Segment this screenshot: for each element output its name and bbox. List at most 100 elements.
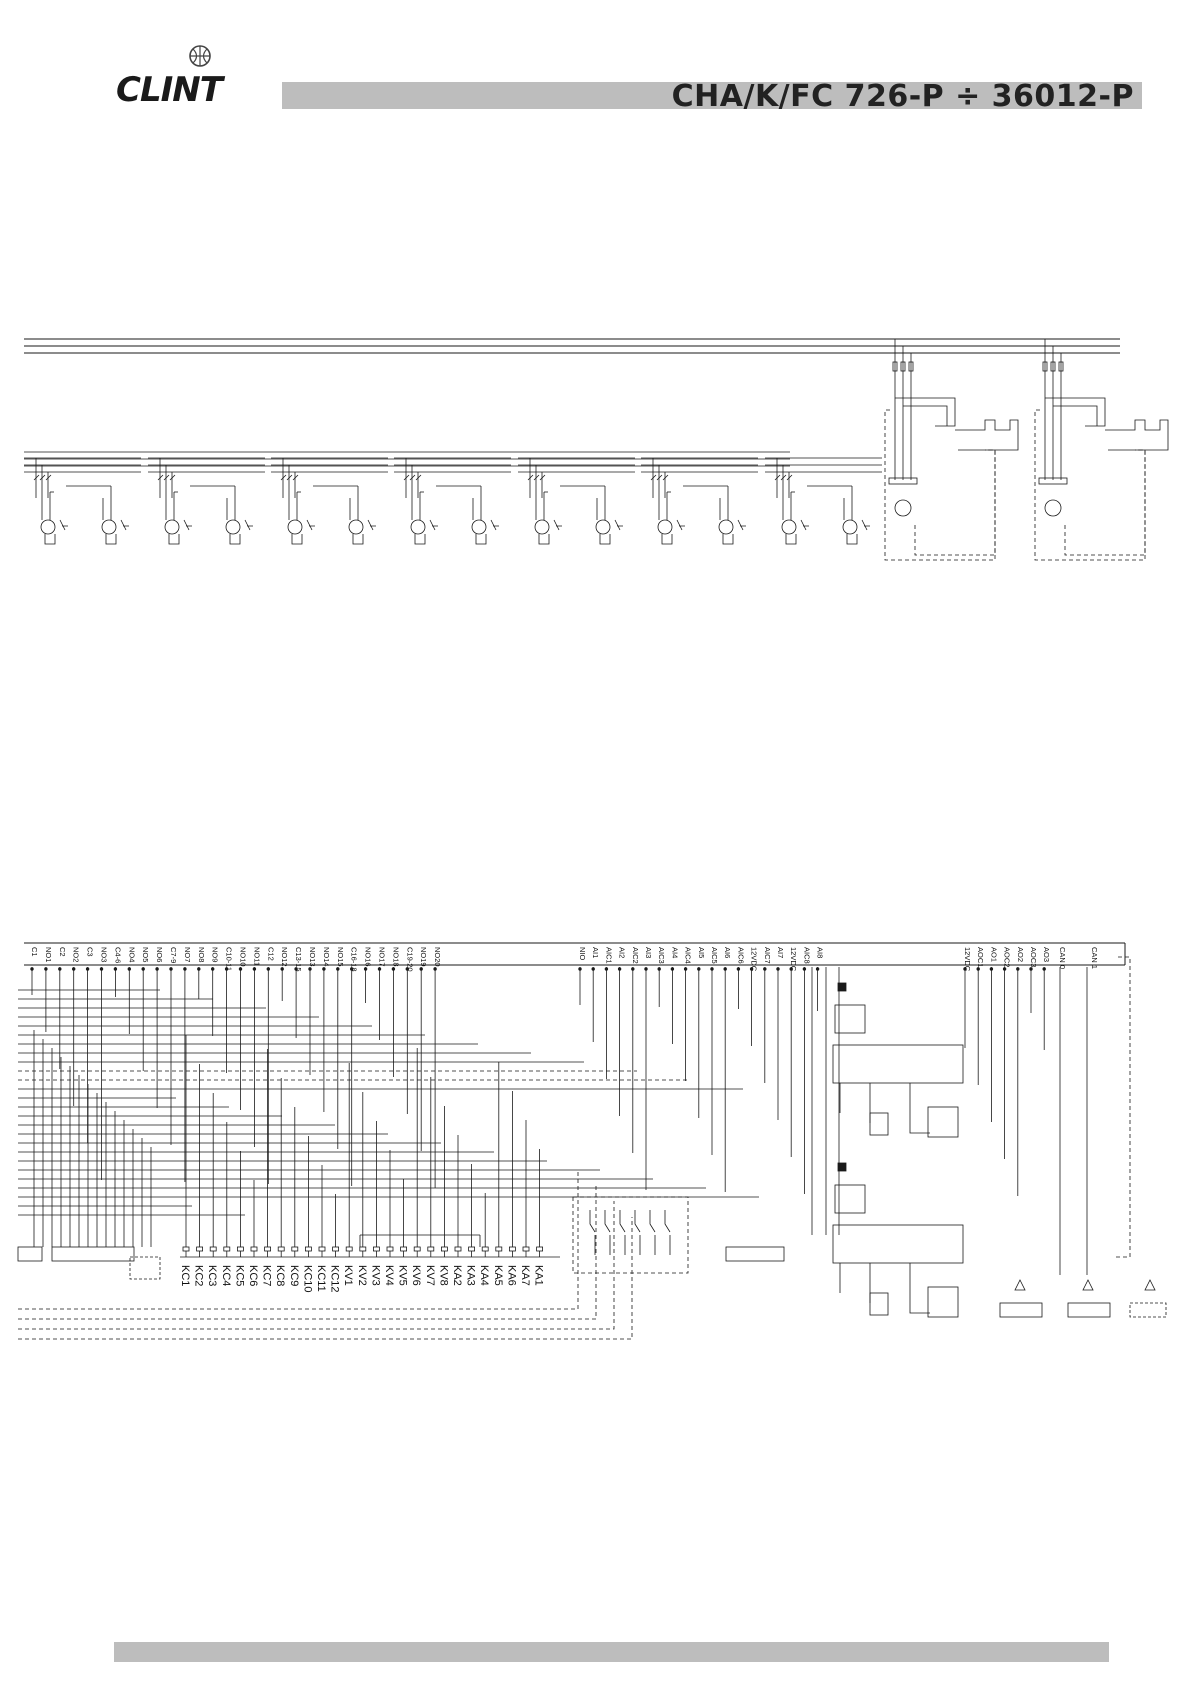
terminal-dot [266, 967, 270, 971]
relay-coil-terminal [236, 1246, 244, 1252]
switch-contact [163, 474, 170, 481]
page-header: CLINT CHA/K/FC 726-P ÷ 36012-P [0, 0, 1191, 130]
terminal-label: NO15 [336, 947, 345, 967]
relay-label: KV3 [369, 1265, 381, 1286]
ground-symbol [59, 519, 68, 531]
motor-groups [24, 451, 882, 545]
board-wire [839, 1263, 930, 1314]
terminal-link [599, 534, 611, 545]
relay-coil-terminal [454, 1246, 462, 1252]
terminal-label: NO9 [211, 947, 220, 962]
main-bus-lines [24, 338, 1120, 354]
ground-symbol [614, 519, 623, 531]
switch-contact [539, 474, 546, 481]
sensor-block [837, 1162, 847, 1172]
relay-contact [589, 1210, 596, 1255]
connector-block [17, 1246, 43, 1262]
ground-symbol [800, 519, 809, 531]
terminal-label: 12VDC [789, 947, 798, 972]
relay-label: KC3 [206, 1265, 218, 1286]
stepper-valve-symbol [927, 1106, 959, 1138]
terminal-label: NO11 [252, 947, 261, 966]
relay-coil-terminal [536, 1246, 543, 1252]
relay-contact [604, 1210, 611, 1255]
basketball-icon [189, 45, 211, 67]
terminal-dot [1002, 967, 1007, 971]
terminal-label: NO19 [419, 947, 428, 967]
dashed-link [884, 409, 996, 561]
ground-symbol [676, 519, 685, 531]
terminal-label: AI3 [644, 947, 653, 958]
ground-symbol [737, 519, 746, 531]
terminal-label: NO2 [72, 947, 81, 962]
terminal-dot [363, 967, 368, 971]
terminal-label: NO18 [391, 947, 400, 967]
relay-label: KV7 [424, 1265, 436, 1286]
terminal-link [785, 534, 797, 545]
relay-coil-terminal [468, 1246, 476, 1252]
relay-label: KC2 [193, 1265, 205, 1286]
relay-coil-terminal [345, 1246, 353, 1252]
switch-contact [286, 474, 293, 481]
control-wires [18, 956, 1131, 1340]
dashed-link [914, 449, 996, 556]
compressor-group [1034, 339, 1169, 561]
control-wire [895, 397, 956, 427]
terminal-label: AI4 [670, 947, 679, 958]
terminal-dot [30, 967, 34, 971]
ground-symbol [553, 519, 562, 531]
terminal-dot [776, 967, 780, 971]
switch-contact [403, 474, 410, 481]
expansion-board [832, 1044, 964, 1084]
power-circuit-diagram [24, 338, 1169, 561]
relay-coil-terminal [359, 1246, 367, 1252]
terminal-dot [591, 967, 595, 971]
terminal-label: NO6 [155, 947, 164, 962]
terminal-label: C19-20 [405, 947, 414, 972]
terminal-label: AIC3 [657, 947, 666, 964]
terminal-label: AIC6 [736, 947, 745, 964]
relay-coil-terminal [182, 1246, 190, 1252]
terminal-link [229, 534, 241, 545]
ground-symbol [120, 519, 129, 531]
terminal-dot [155, 967, 159, 971]
terminal-link [352, 534, 364, 545]
relay-label: KV1 [342, 1265, 354, 1286]
fan-motor-symbol [842, 519, 858, 535]
fan-group [641, 457, 758, 545]
fan-motor-symbol [471, 519, 487, 535]
switch-contact [662, 474, 669, 481]
switch-contact [409, 474, 416, 481]
ground-symbol [306, 519, 315, 531]
dashed-return [18, 1217, 633, 1340]
terminal-dot [58, 967, 62, 971]
fan-group [765, 457, 882, 545]
terminal-link [44, 534, 56, 545]
switch-contact [39, 474, 46, 481]
terminal-dot [169, 967, 173, 971]
terminal-label: AIC8 [802, 947, 811, 964]
terminal-link [168, 534, 180, 545]
terminal-label: NO10 [239, 947, 248, 967]
auxiliary-relay-block [572, 1196, 689, 1274]
fuse-symbol [908, 361, 914, 372]
relay-coil-terminal [332, 1246, 340, 1252]
relay-coil-terminal [264, 1246, 272, 1252]
relay-label: KA6 [505, 1265, 517, 1286]
switch-contact [650, 474, 657, 481]
fan-group [394, 457, 511, 545]
external-device [999, 1302, 1043, 1318]
relay-label: KA3 [465, 1265, 477, 1286]
relay-label: KC4 [220, 1265, 232, 1286]
terminal-label: C12 [266, 947, 275, 961]
terminal-dot [238, 967, 243, 971]
relay-label: KC12 [329, 1265, 341, 1293]
relay-label: KV8 [437, 1265, 449, 1286]
fan-group [271, 457, 388, 545]
field-devices [17, 982, 1167, 1318]
relay-coil-terminal [495, 1246, 503, 1252]
terminal-label: AIC2 [631, 947, 640, 964]
terminal-link [722, 534, 734, 545]
terminal-dot [197, 967, 201, 971]
terminal-label: CAN 1 [1090, 947, 1099, 969]
